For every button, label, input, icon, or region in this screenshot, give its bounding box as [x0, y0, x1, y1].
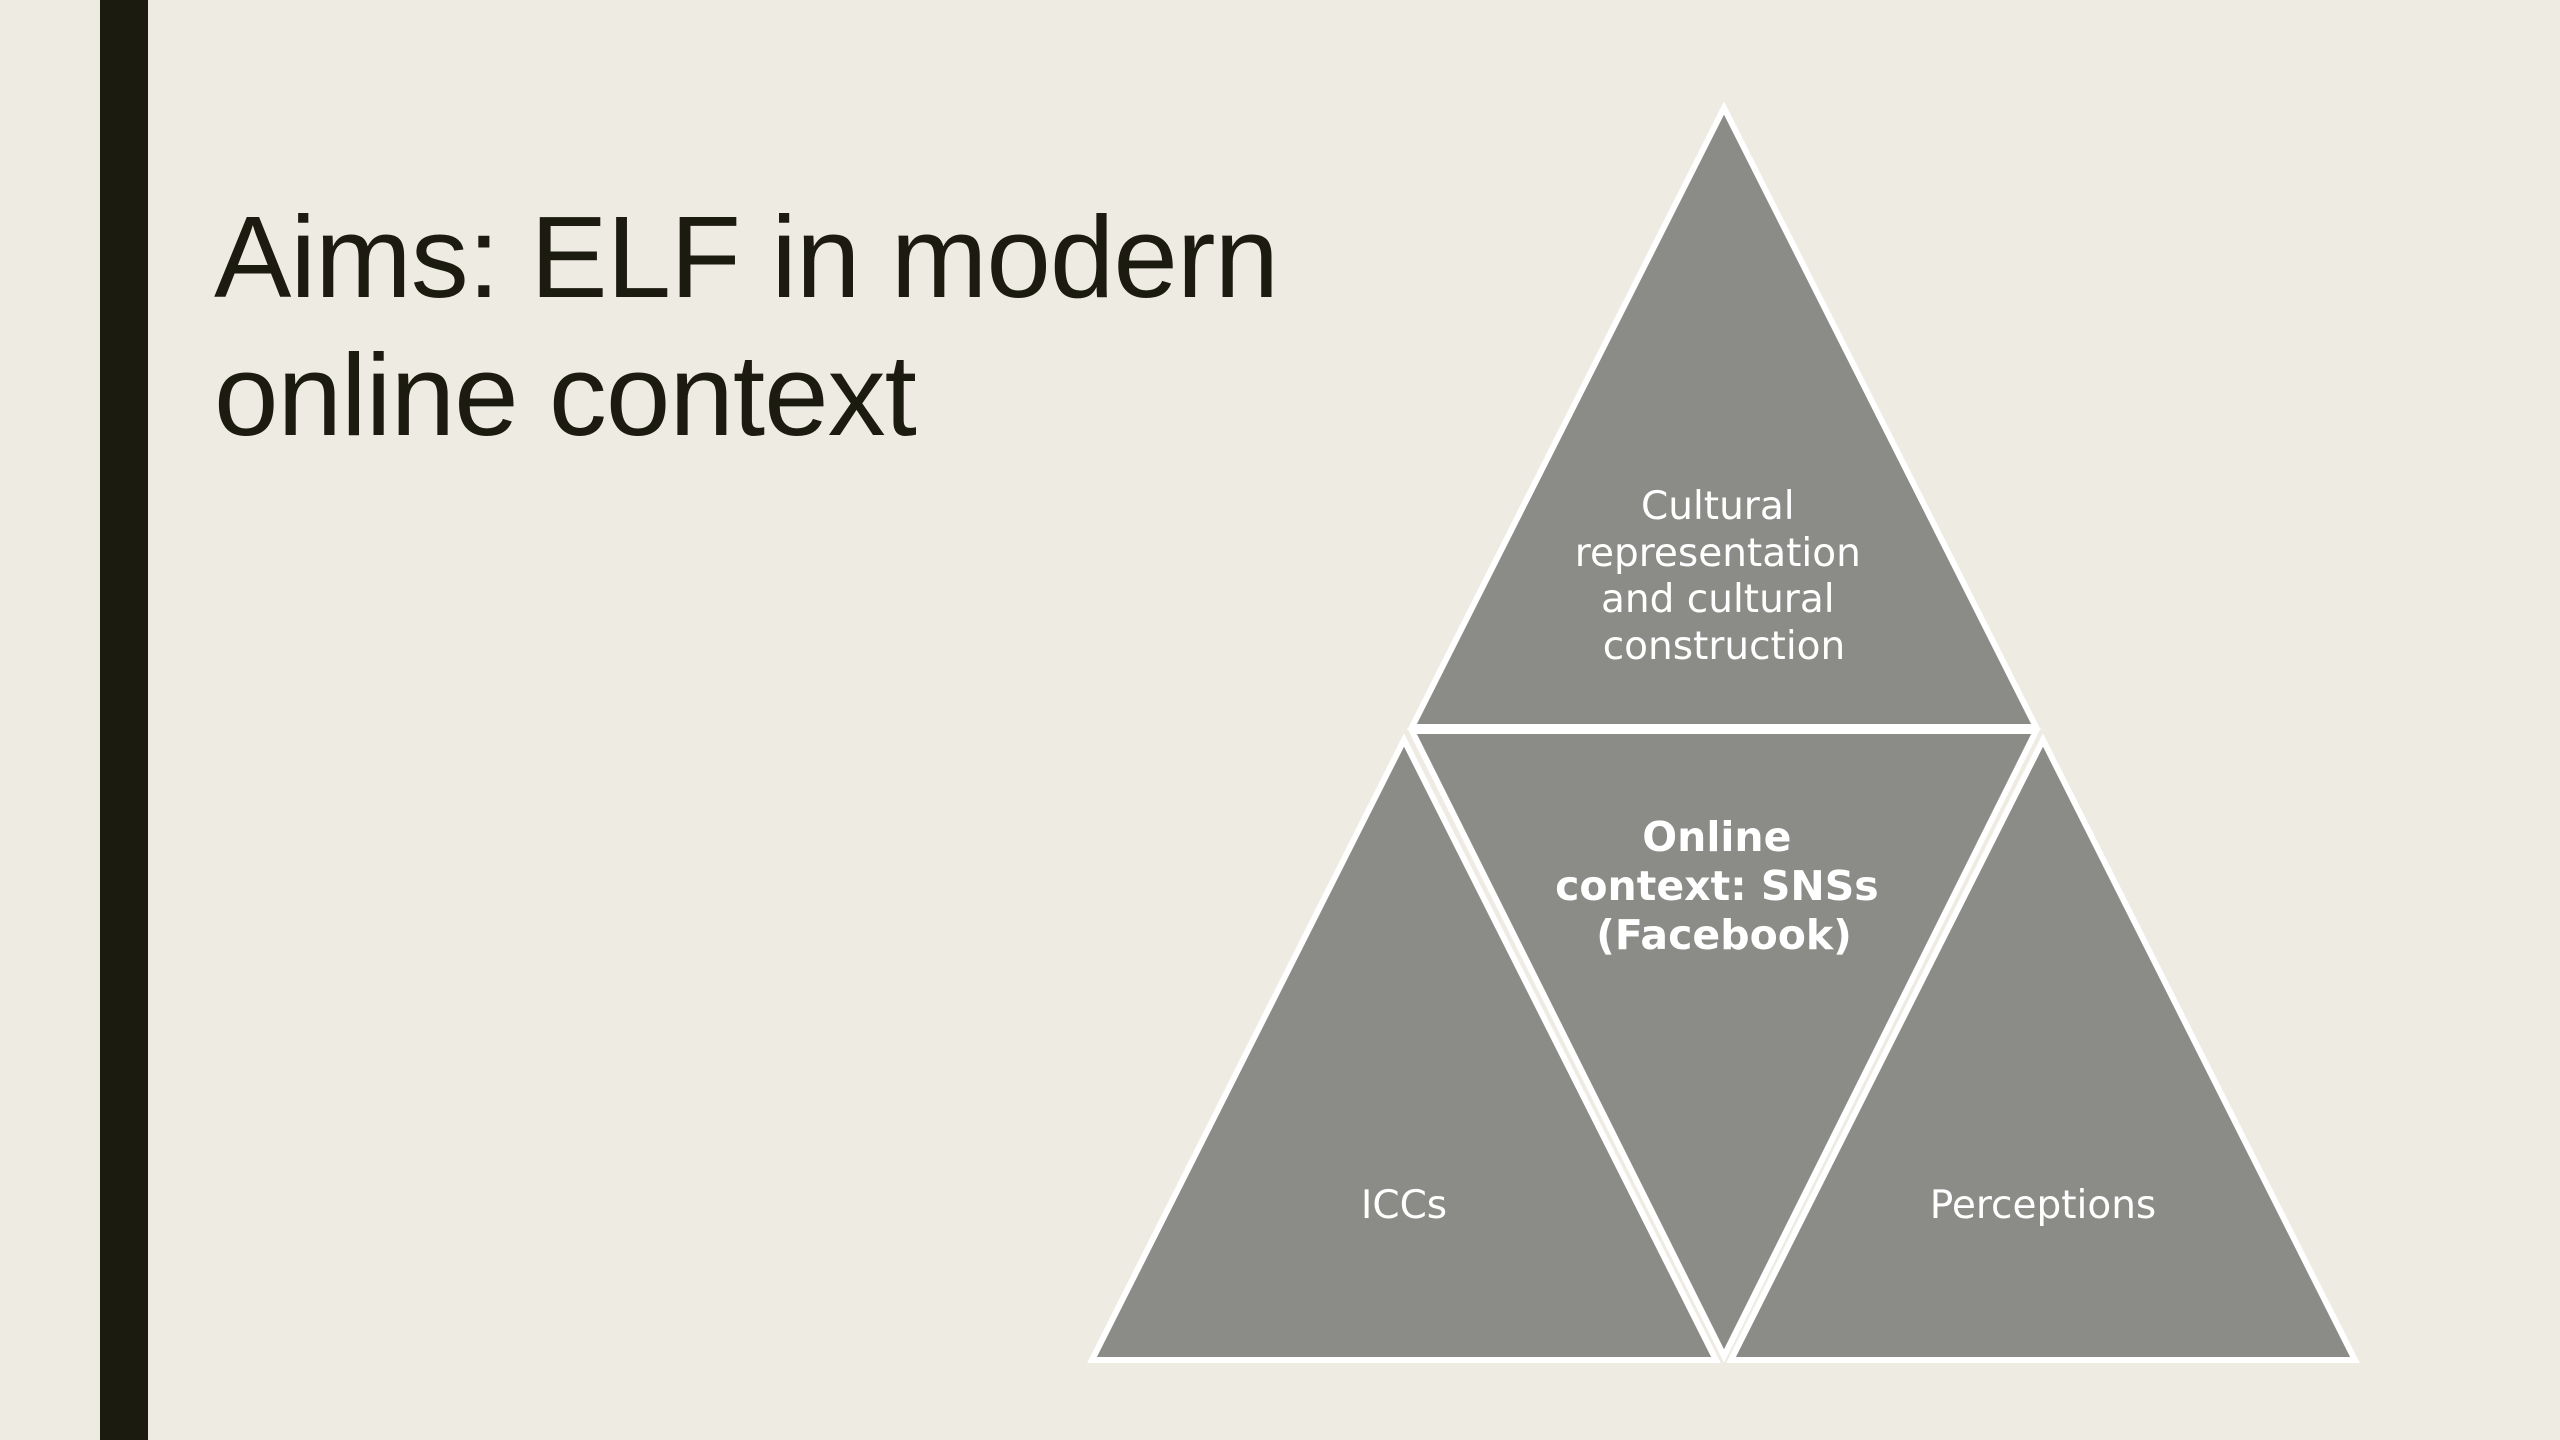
center-triangle: [1407, 728, 2041, 1363]
slide-title-line-2: online context: [214, 330, 917, 460]
center-label-line-1: Online: [1642, 813, 1791, 861]
right-segment[interactable]: Perceptions: [1726, 733, 2360, 1363]
left-triangle: [1087, 733, 1721, 1363]
left-segment[interactable]: ICCs: [1087, 733, 1721, 1363]
slide-title-line-1: Aims: ELF in modern: [214, 192, 1279, 322]
center-segment[interactable]: Online context: SNSs (Facebook): [1407, 728, 2041, 1363]
slide-title: Aims: ELF in modern online context: [214, 188, 1414, 464]
top-label-line-1: Cultural: [1641, 484, 1795, 529]
center-label-line-3: (Facebook): [1596, 911, 1852, 959]
top-label-line-3: and cultural: [1601, 577, 1835, 622]
top-triangle: [1407, 101, 2041, 730]
top-label-line-2: representation: [1575, 531, 1861, 576]
top-label-line-4: construction: [1603, 624, 1846, 669]
accent-bar: [100, 0, 148, 1440]
center-segment-label: Online context: SNSs (Facebook): [1555, 813, 1893, 959]
left-segment-label: ICCs: [1361, 1183, 1447, 1228]
top-segment[interactable]: Cultural representation and cultural con…: [1407, 101, 2041, 730]
right-triangle: [1726, 733, 2360, 1363]
center-label-line-2: context: SNSs: [1555, 862, 1879, 910]
right-segment-label: Perceptions: [1930, 1183, 2157, 1228]
top-segment-label: Cultural representation and cultural con…: [1575, 484, 1873, 669]
